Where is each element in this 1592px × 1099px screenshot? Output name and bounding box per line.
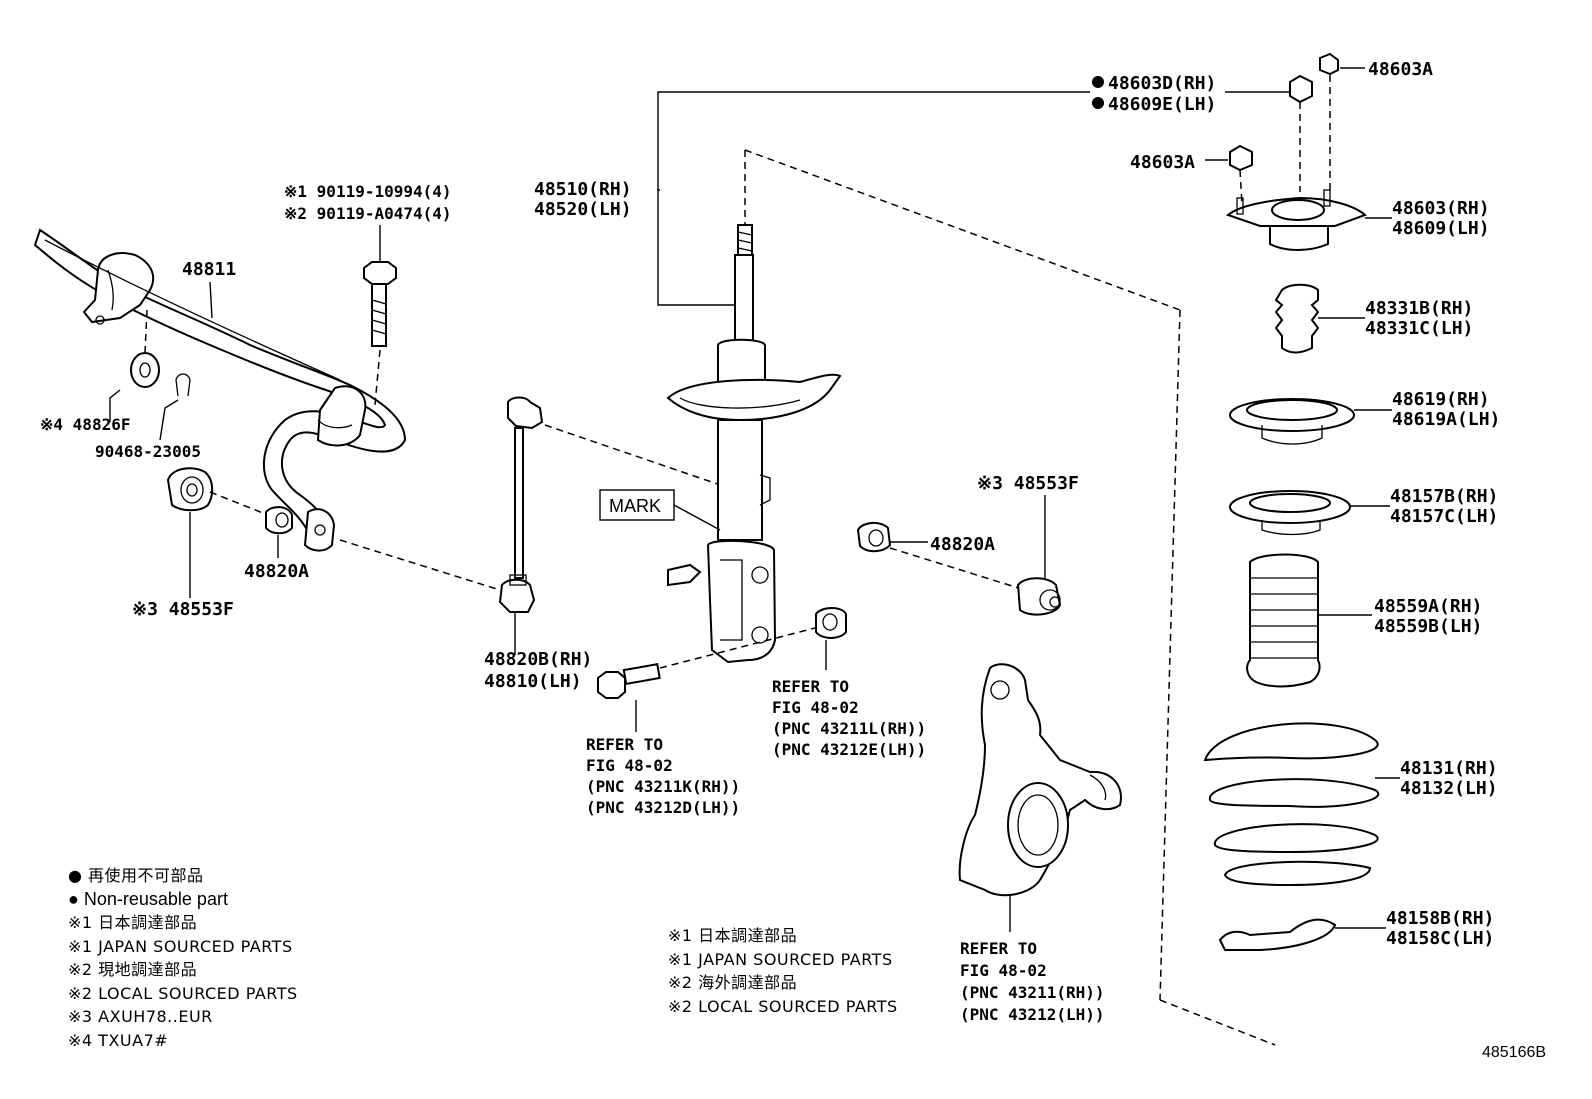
label-48331b: 48331B(RH) [1365,298,1473,319]
nut-48603d [1289,74,1313,104]
label-48820a-right: 48820A [930,534,995,555]
bush-48820a-right [856,522,892,553]
label-48609e: 48609E(LH) [1108,94,1216,115]
label-48520: 48520(LH) [534,199,632,220]
legend-left-item: ※3 AXUH78..EUR [68,1007,213,1026]
bumper-48331b [1274,283,1320,354]
legend-left-item: ● 再使用不可部品 [68,866,204,885]
label-90119-1: ※1 90119-10994(4) [284,182,452,201]
legend-left-item: ※2 LOCAL SOURCED PARTS [68,983,298,1003]
stabilizer-bar [33,228,407,552]
refer-knuckle-line: (PNC 43211(RH)) [960,983,1105,1002]
refer-knuckle-line: FIG 48-02 [960,961,1047,980]
label-48157b: 48157B(RH) [1390,486,1498,507]
refer-bolt-line: (PNC 43212D(LH)) [586,798,741,817]
refer-knuckle-line: REFER TO [960,939,1038,958]
refer-bolt: REFER TO FIG 48-02 (PNC 43211K(RH)) (PNC… [586,734,740,818]
label-48331c: 48331C(LH) [1365,318,1473,339]
lower-insulator-48158b [1218,918,1337,951]
legend-left-item: ※2 現地調達部品 [68,960,198,979]
refer-knuckle: REFER TO FIG 48-02 (PNC 43211(RH)) (PNC … [960,938,1105,1026]
clip-90468 [175,373,191,397]
shock-absorber [666,224,842,664]
label-48820b: 48820B(RH) [484,649,592,670]
bush-48820a-left [265,506,293,535]
label-48619a: 48619A(LH) [1392,409,1500,430]
refer-bolt-line: REFER TO [586,735,664,754]
upper-support-48603 [1225,189,1367,251]
legend-mid-item: ※2 海外調達部品 [668,973,798,992]
stabilizer-link [498,396,544,613]
label-48158b: 48158B(RH) [1386,908,1494,929]
label-mark: MARK [609,496,661,516]
label-48609: 48609(LH) [1392,218,1490,239]
refer-bush-line: FIG 48-02 [772,698,859,717]
refer-bolt-line: FIG 48-02 [586,756,673,775]
legend-left-item: ※1 日本調達部品 [68,913,198,932]
label-48132: 48132(LH) [1400,778,1498,799]
legend-left: ● 再使用不可部品 ● Non-reusable part ※1 日本調達部品 … [68,864,298,1052]
refer-bush-line: REFER TO [772,677,850,696]
refer-bush-line: (PNC 43212E(LH)) [772,740,927,759]
label-48603a-mid: 48603A [1130,152,1195,173]
legend-mid-item: ※1 JAPAN SOURCED PARTS [668,949,893,969]
label-90468: 90468-23005 [95,442,201,461]
refer-bolt-line: (PNC 43211K(RH)) [586,777,741,796]
label-48157c: 48157C(LH) [1390,506,1498,527]
nut-48553f-left [166,467,214,512]
seat-48619 [1229,398,1355,445]
label-48603d: 48603D(RH) [1108,73,1216,94]
label-48810: 48810(LH) [484,671,582,692]
coil-spring-48131 [1203,722,1380,887]
insulator-48157b [1229,490,1351,536]
label-48553f-left: ※3 48553F [132,599,234,620]
label-48131: 48131(RH) [1400,758,1498,779]
washer-48826f [130,352,160,388]
label-48559b: 48559B(LH) [1374,616,1482,637]
steering-knuckle [958,663,1122,897]
nut-48603a-top [1319,52,1339,76]
refer-knuckle-line: (PNC 43212(LH)) [960,1005,1105,1024]
flange-bolt [597,663,661,699]
legend-left-item: ※4 TXUA7# [68,1030,169,1050]
bolt-90119 [363,261,397,347]
label-48510: 48510(RH) [534,179,632,200]
label-48811: 48811 [182,259,236,280]
diagram-id: 485166B [1482,1044,1547,1061]
label-48603a-top: 48603A [1368,59,1433,80]
label-48603: 48603(RH) [1392,198,1490,219]
refer-bush: REFER TO FIG 48-02 (PNC 43211L(RH)) (PNC… [772,676,926,760]
legend-mid-item: ※2 LOCAL SOURCED PARTS [668,996,898,1016]
boot-48559a [1246,553,1321,688]
label-48553f-right: ※3 48553F [977,473,1079,494]
nut-48603a-mid [1229,144,1253,172]
label-48559a: 48559A(RH) [1374,596,1482,617]
refer-bush-line: (PNC 43211L(RH)) [772,719,927,738]
legend-mid: ※1 日本調達部品 ※1 JAPAN SOURCED PARTS ※2 海外調達… [668,924,898,1018]
legend-left-item: ● Non-reusable part [68,888,228,909]
knuckle-bush [815,607,847,639]
label-90119-2: ※2 90119-A0474(4) [284,204,452,223]
label-48158c: 48158C(LH) [1386,928,1494,949]
legend-left-item: ※1 JAPAN SOURCED PARTS [68,936,293,956]
leader-48811 [209,281,213,319]
label-48619: 48619(RH) [1392,389,1490,410]
label-48820a-left: 48820A [244,561,309,582]
label-48826f: ※4 48826F [40,415,130,434]
legend-mid-item: ※1 日本調達部品 [668,926,798,945]
nut-48553f-right [1016,577,1062,616]
